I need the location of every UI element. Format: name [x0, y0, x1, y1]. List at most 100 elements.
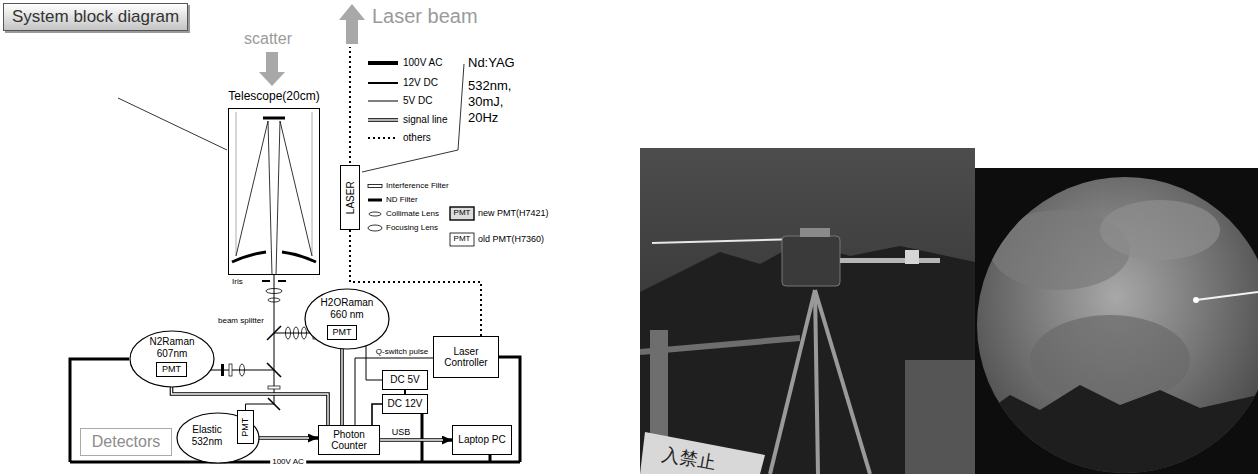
signal-line [340, 340, 344, 425]
receiver-optics [240, 364, 245, 376]
leader-line [118, 98, 227, 150]
connectors [172, 230, 482, 440]
pmt-sample-text: PMT [454, 234, 471, 243]
usb-line [380, 440, 452, 441]
legend-pmt-sample [450, 233, 474, 246]
fisheye-photo [1100, 200, 1220, 260]
node-text: PMT [162, 364, 181, 374]
legend-optic-sample [368, 199, 382, 202]
ellipse-text-area: N2Raman 607nm [142, 336, 202, 359]
laser-beam-path [350, 47, 351, 163]
part-label: Iris [232, 277, 243, 286]
beam-arrow [339, 4, 365, 44]
fisheye-photo [1196, 292, 1258, 300]
node-text: Telescope(20cm) [198, 90, 350, 104]
legend-optic-sample [368, 185, 382, 232]
controller-box: Laser Controller [433, 336, 499, 378]
legend-pmt-sample [450, 207, 474, 220]
legend-entry: Focusing Lens [386, 223, 438, 232]
legend-optic-sample [368, 185, 382, 188]
signal-line [341, 340, 342, 425]
laser-type: Nd:YAG [468, 56, 515, 71]
telescope-optics [268, 121, 272, 275]
telescope-optics [263, 117, 285, 120]
title-box: System block diagram [3, 3, 188, 31]
node-text: H2ORaman 660 nm [317, 297, 377, 320]
connector-label: USB [390, 427, 413, 437]
telescope-optics [280, 121, 312, 256]
legend-text: signal line [403, 114, 447, 125]
fisheye-photo [1030, 315, 1190, 405]
power-line [372, 404, 382, 425]
site-photo [782, 236, 840, 286]
ellipse-text-area: Elastic 532nm [182, 424, 232, 447]
signal-line [254, 438, 318, 439]
receiver-optics [187, 275, 327, 410]
pmt-box: PMT [237, 410, 254, 444]
receiver-optics [229, 364, 232, 376]
node-text: DC 5V [390, 374, 419, 386]
node-text: PMT [240, 418, 250, 437]
part-label: beam splitter [218, 316, 264, 325]
receiver-optics [278, 280, 286, 282]
telescope-optics [282, 252, 316, 262]
legend-entry: ND Filter [386, 195, 418, 204]
legend-text: 5V DC [403, 95, 432, 106]
legend-line-sample [368, 101, 398, 102]
power-bus [489, 455, 492, 462]
signal-line [254, 437, 309, 438]
scatter-arrow [259, 52, 285, 86]
telescope-optics [236, 112, 237, 256]
ellipse-text-area: H2ORaman 660 nm [317, 297, 377, 320]
ellipse-outline [305, 289, 389, 349]
power-bus [421, 414, 424, 462]
pmt-sample-text: PMT [454, 208, 471, 217]
computer-box: Laptop PC [452, 425, 512, 455]
fisheye-photo [975, 168, 1258, 474]
telescope-optics [232, 112, 316, 275]
detector-ellipse: Elastic 532nm PMT [176, 412, 260, 464]
node-text: PMT [333, 327, 352, 337]
receiver-optics [266, 289, 282, 294]
pmt-box: PMT [327, 325, 357, 340]
usb-line [380, 439, 443, 440]
legend-entry: others [403, 132, 431, 144]
fisheye-photo [1193, 297, 1199, 303]
site-photo [815, 290, 870, 474]
node-text: DC 12V [387, 398, 422, 410]
legend-text: old PMT(H7360) [478, 234, 544, 244]
legend-text: 100V AC [403, 57, 442, 68]
legend-line-sample [368, 82, 398, 84]
site-photo [905, 360, 975, 474]
telescope-optics [276, 121, 280, 275]
detector-ellipse: H2ORaman 660 nm PMT [304, 288, 390, 350]
legend-entry: new PMT(H7421) [478, 208, 549, 218]
receiver-optics [268, 298, 280, 302]
telescope-optics [232, 252, 266, 262]
legend-text: new PMT(H7421) [478, 208, 549, 218]
legend-line-sample [368, 119, 398, 120]
node-text: LASER [344, 181, 356, 214]
signal-line [342, 340, 343, 425]
legend-line-sample [368, 63, 398, 138]
laser-beam-path [349, 47, 351, 163]
legend-optic-sample [369, 212, 381, 216]
legend-line-sample [368, 61, 398, 65]
usb-line [380, 438, 452, 442]
group-label-box: Detectors [80, 428, 172, 456]
ellipse-outline [130, 331, 214, 387]
q-switch-line [355, 358, 433, 425]
legend-text: ND Filter [386, 195, 418, 204]
legend-pmt-sample [450, 207, 474, 246]
telescope-frame [228, 108, 320, 275]
legend-line-sample [368, 137, 398, 139]
site-photo [840, 258, 940, 263]
legend-line-sample [368, 118, 398, 122]
legend-entry: Collimate Lens [386, 209, 439, 218]
leader-line [362, 64, 464, 172]
